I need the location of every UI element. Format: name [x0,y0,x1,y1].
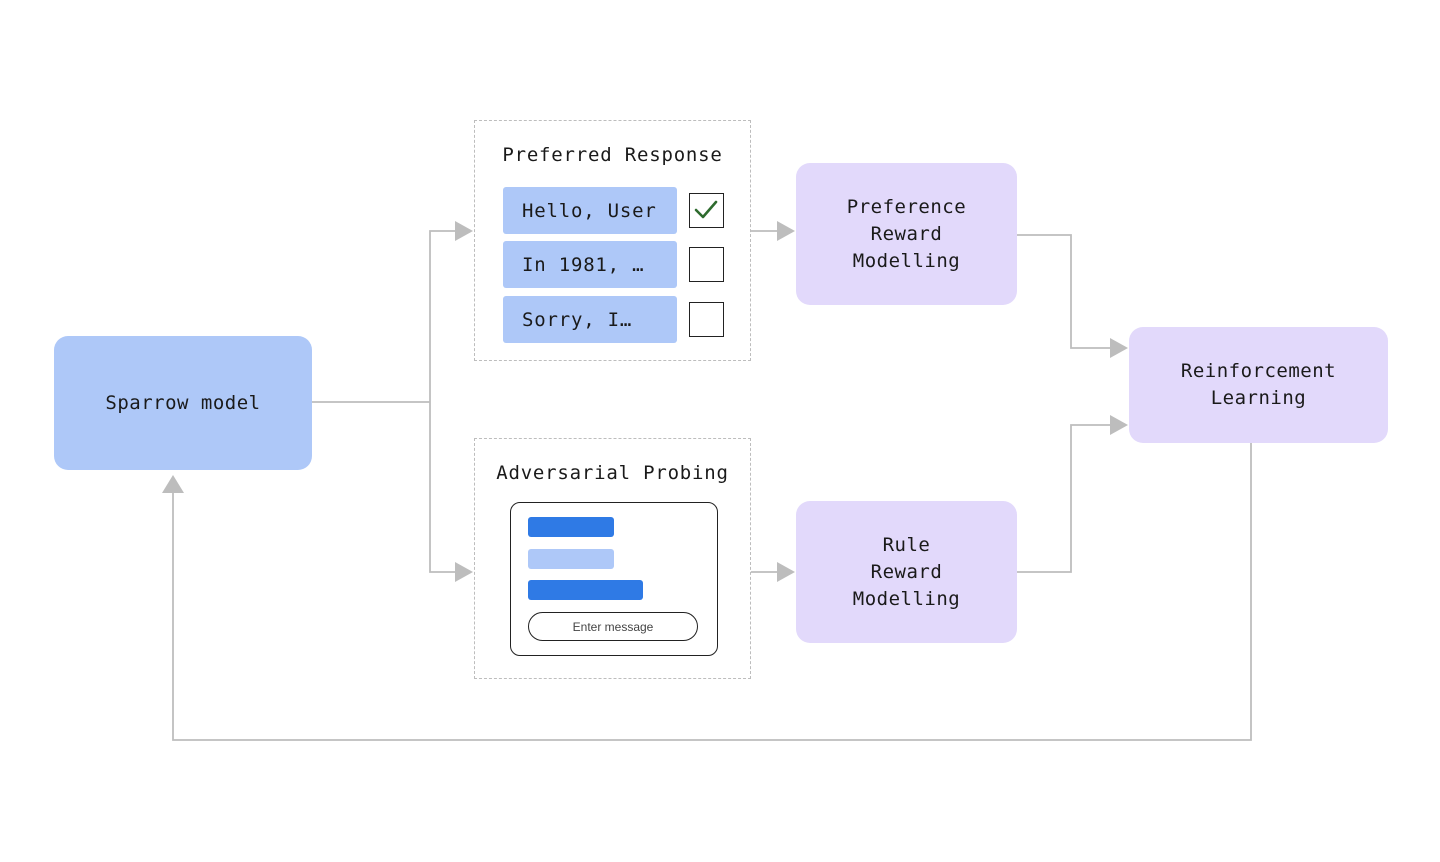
response-option-2: In 1981, … [503,241,677,288]
chat-input-placeholder: Enter message [572,619,654,634]
response-option-3: Sorry, I… [503,296,677,343]
arrow-head-icon [1110,415,1128,435]
connector-preference-rm-to-rl [1017,234,1110,349]
chat-message-bar [528,549,614,569]
chat-window: Enter message [510,502,718,656]
reinforcement-learning-label: Reinforcement Learning [1180,360,1337,409]
adversarial-probing-title: Adversarial Probing [496,462,729,484]
response-option-label: In 1981, … [522,253,645,276]
chat-message-bar [528,580,643,600]
preferred-response-title: Preferred Response [502,144,723,166]
rule-reward-modelling-node: Rule Reward Modelling [796,501,1017,643]
response-option-label: Hello, User [522,199,657,222]
reinforcement-learning-node: Reinforcement Learning [1129,327,1388,443]
rule-reward-modelling-label: Rule Reward Modelling [852,533,961,610]
arrow-head-icon [455,221,473,241]
response-option-label: Sorry, I… [522,308,633,331]
arrow-head-icon [162,475,184,493]
chat-message-input: Enter message [528,612,698,641]
response-checkbox-2 [689,247,724,282]
check-icon [694,200,718,219]
preference-reward-modelling-label: Preference Reward Modelling [846,195,967,272]
connector-rl-feedback-to-sparrow [172,443,1252,741]
connector-sparrow-to-branches [312,230,455,573]
sparrow-model-node: Sparrow model [54,336,312,470]
response-option-1: Hello, User [503,187,677,234]
connector-rule-rm-to-rl [1017,424,1110,573]
arrow-head-icon [1110,338,1128,358]
response-checkbox-1 [689,193,724,228]
preference-reward-modelling-node: Preference Reward Modelling [796,163,1017,305]
arrow-head-icon [777,562,795,582]
adversarial-probing-group: Adversarial Probing Enter message [474,438,751,679]
arrow-head-icon [455,562,473,582]
chat-message-bar [528,517,614,537]
preferred-response-group: Preferred Response Hello, User In 1981, … [474,120,751,361]
sparrow-model-label: Sparrow model [105,391,261,414]
response-checkbox-3 [689,302,724,337]
arrow-head-icon [777,221,795,241]
